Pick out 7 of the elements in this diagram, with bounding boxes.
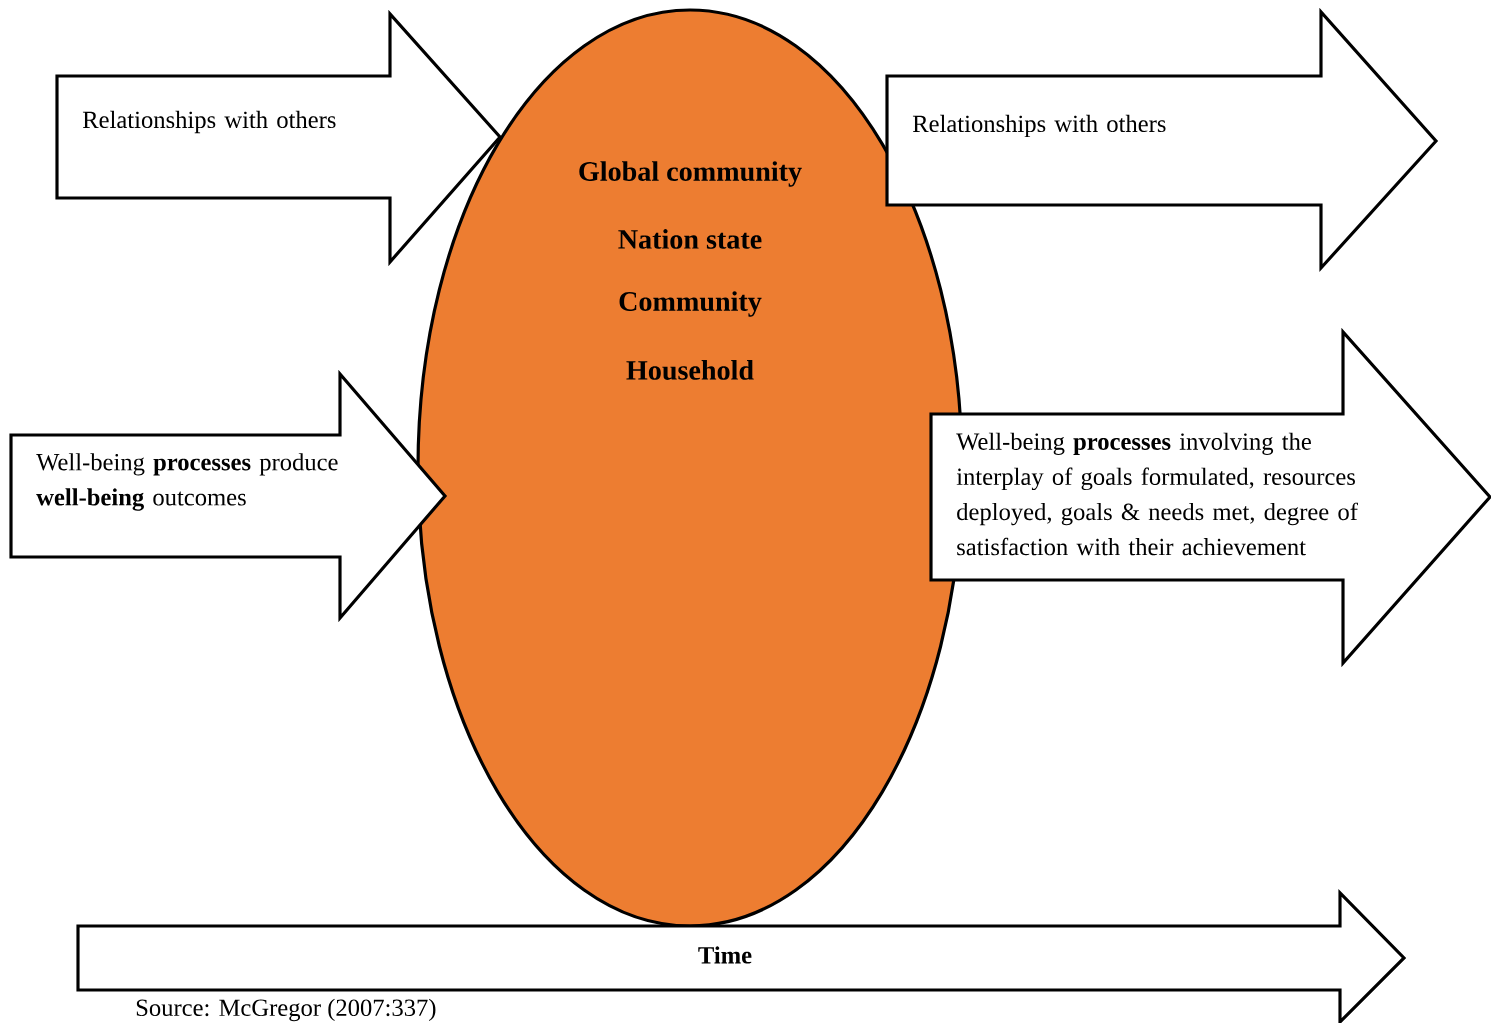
level-label: Nation state [618, 229, 762, 249]
level-label: Global community [579, 161, 802, 187]
node-label: Well-being processes involving the interplay of goals formulated, resources deployed, goals & needs met, degree of satisfaction with their achievement [956, 432, 1358, 556]
node-label: Time [698, 946, 752, 964]
caption: Source: McGregor (2007:337) [136, 998, 436, 1022]
level-label: Household [626, 360, 754, 380]
level-label: Community [619, 291, 762, 317]
